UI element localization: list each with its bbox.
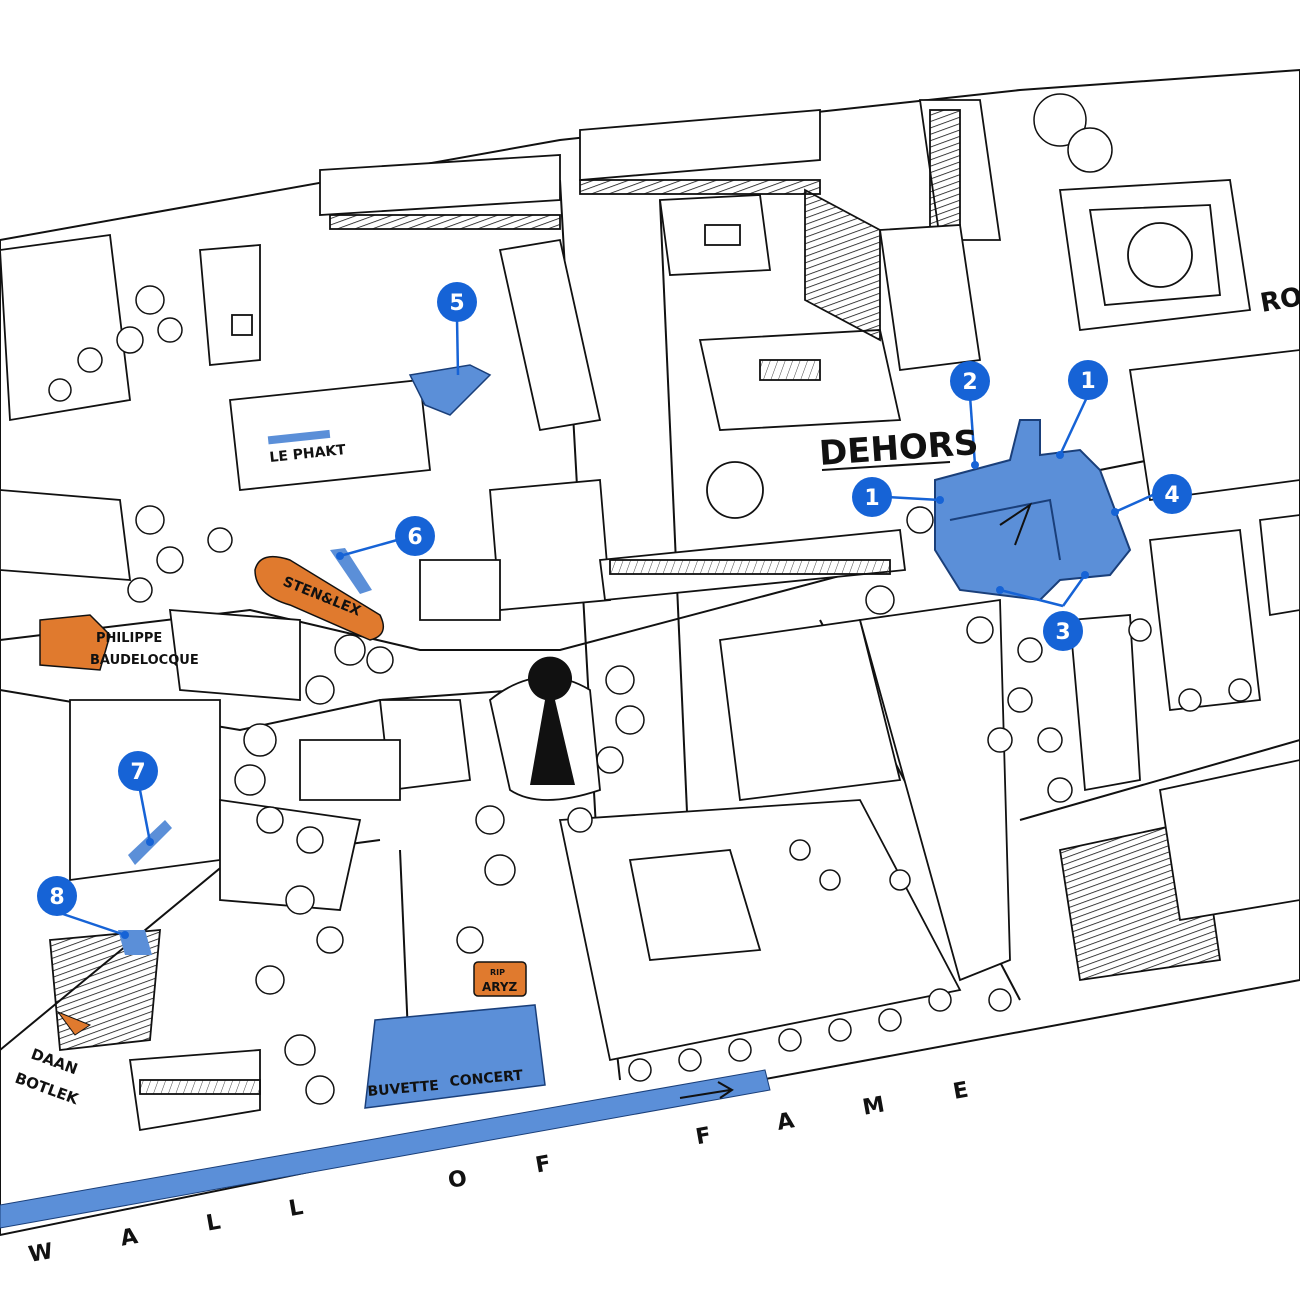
marker-label: 6 (407, 525, 422, 550)
marker-3[interactable]: 3 (1043, 611, 1083, 651)
trees (48, 93, 1252, 1105)
marker-label: 1 (1080, 369, 1095, 394)
label-baudelocque: BAUDELOCQUE (90, 653, 199, 668)
keyhole-square (488, 656, 601, 801)
marker-5[interactable]: 5 (437, 282, 477, 322)
label-philippe: PHILIPPE (96, 631, 162, 646)
arrow-icon (679, 1081, 734, 1099)
marker-label: 3 (1055, 620, 1070, 645)
wall-of-fame (0, 1069, 771, 1229)
buvette-concert-area (364, 1004, 546, 1109)
marker-1-right[interactable]: 1 (1068, 360, 1108, 400)
keyhole-icon (528, 656, 575, 785)
label-aryz: ARYZ (482, 980, 518, 994)
buildings (0, 99, 1300, 1132)
marker-2[interactable]: 2 (950, 361, 990, 401)
aryz-wall (473, 961, 527, 997)
daan-botlek-marker (56, 1010, 92, 1036)
marker-label: 8 (49, 885, 64, 910)
leader-dots (121, 451, 1119, 939)
marker-4[interactable]: 4 (1152, 474, 1192, 514)
marker-label: 7 (130, 760, 145, 785)
le-phakt-wall (267, 429, 331, 445)
marker-label: 2 (962, 370, 977, 395)
marker-6[interactable]: 6 (395, 516, 435, 556)
marker-label: 5 (449, 291, 464, 316)
spot-5-highlight (408, 364, 492, 416)
label-buvette: BUVETTE (367, 1078, 440, 1100)
label-aryz-rip: RIP (490, 968, 505, 977)
philippe-building (39, 614, 111, 671)
marker-7[interactable]: 7 (118, 751, 158, 791)
sten-lex-wall (254, 555, 385, 641)
roundabout (706, 461, 764, 519)
marker-label: 1 (864, 486, 879, 511)
marker-1-left[interactable]: 1 (852, 477, 892, 517)
label-concert: CONCERT (449, 1068, 524, 1090)
marker-8[interactable]: 8 (37, 876, 77, 916)
label-road-edge: RO (1258, 282, 1300, 319)
marker-label: 4 (1164, 483, 1179, 508)
